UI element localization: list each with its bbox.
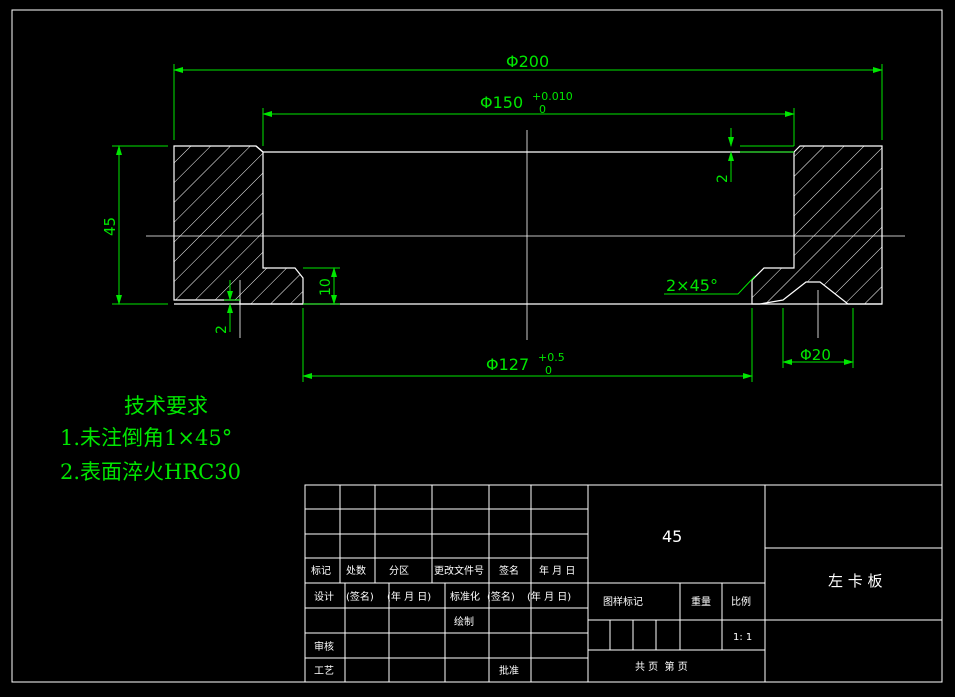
hdr-mark: 标记 — [311, 565, 331, 577]
part-name: 左 卡 板 — [828, 572, 883, 590]
dim-groove-height: 10 — [318, 278, 334, 296]
tech-title: 技术要求 — [124, 394, 208, 418]
row-date2: (年 月 日) — [527, 590, 571, 603]
dim-bore-tol-upper: +0.5 — [538, 351, 565, 364]
dim-chamfer: 2×45° — [666, 276, 718, 295]
hdr-sign: 签名 — [499, 564, 519, 577]
part-section — [173, 145, 883, 305]
dim-inner-tol-lower: 0 — [539, 103, 546, 116]
dim-bottom-chamfer: 2 — [214, 325, 230, 334]
dimension-lines — [112, 64, 883, 382]
row-date1: (年 月 日) — [387, 590, 431, 603]
dim-bore-tol-lower: 0 — [545, 364, 552, 377]
row-design: 设计 — [314, 590, 334, 603]
dim-outer-diameter: Φ200 — [506, 52, 549, 71]
tech-requirements: 技术要求 1.未注倒角1×45° 2.表面淬火HRC30 — [60, 394, 241, 484]
right-wall — [751, 145, 883, 305]
drawn: 绘制 — [454, 615, 474, 628]
pattern-mark: 图样标记 — [603, 595, 643, 608]
title-block-text: 45 左 卡 板 标记 处数 分区 更改文件号 签名 年 月 日 设计 (签名)… — [311, 527, 883, 677]
dim-inner-diameter: Φ150 — [480, 93, 523, 112]
sheets: 共 页 第 页 — [635, 660, 688, 673]
dimension-texts: Φ200 Φ150 +0.010 0 45 2 10 2 2×45° Φ127 … — [101, 52, 831, 377]
dim-step-depth: 2 — [715, 174, 731, 183]
dim-inner-tol-upper: +0.010 — [532, 90, 573, 103]
tech-item-2: 2.表面淬火HRC30 — [60, 460, 241, 484]
hdr-count: 处数 — [346, 564, 366, 577]
row-sign2: (签名) — [487, 590, 515, 603]
scale-label: 比例 — [731, 595, 751, 608]
material: 45 — [662, 527, 682, 546]
title-block — [304, 484, 943, 683]
weight: 重量 — [691, 595, 711, 608]
hdr-doc-no: 更改文件号 — [434, 564, 484, 577]
dim-hole-diameter: Φ20 — [800, 346, 831, 364]
hdr-zone: 分区 — [389, 565, 409, 577]
approve: 批准 — [499, 664, 519, 677]
dim-bore-diameter: Φ127 — [486, 355, 529, 374]
center-lines — [146, 130, 905, 340]
row-sign1: (签名) — [346, 590, 374, 603]
left-wall — [173, 145, 304, 305]
dim-height: 45 — [101, 217, 119, 236]
row-std: 标准化 — [450, 590, 480, 603]
tech-item-1: 1.未注倒角1×45° — [60, 426, 232, 450]
scale: 1: 1 — [733, 632, 752, 643]
hdr-date: 年 月 日 — [539, 564, 575, 577]
process: 工艺 — [314, 665, 334, 677]
review: 审核 — [314, 640, 334, 653]
